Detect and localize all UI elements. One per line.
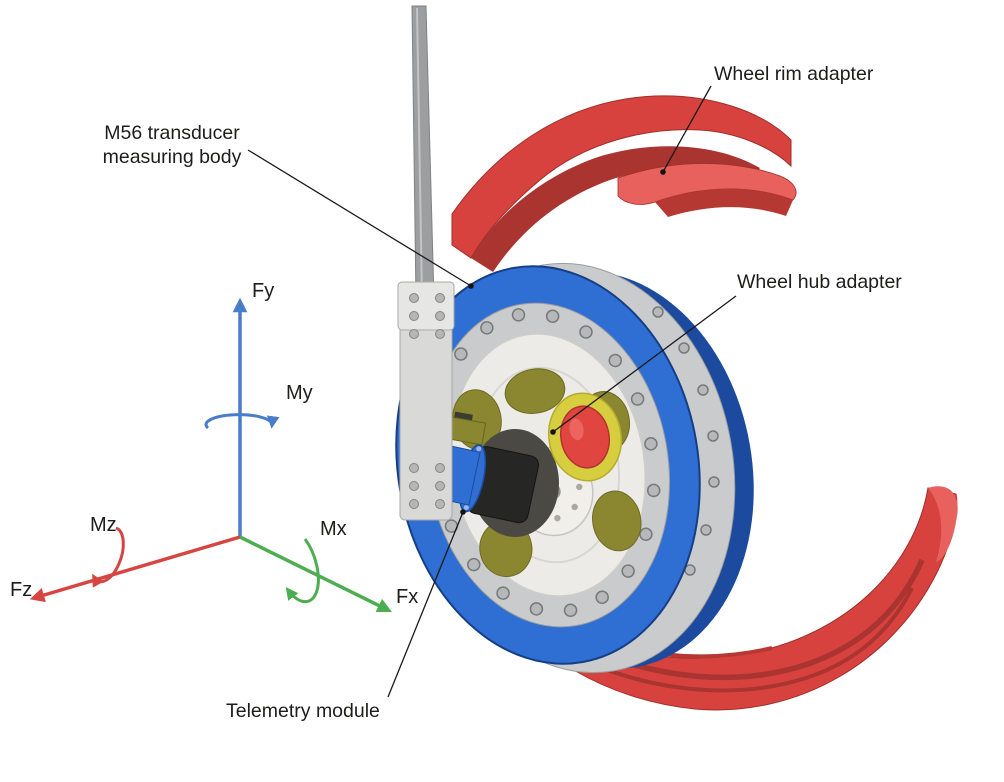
mz-moment-arrow — [92, 526, 125, 588]
telemetry-module-label: Telemetry module — [226, 700, 380, 722]
leader-dot-m56-transducer — [468, 283, 474, 289]
m56-transducer-label-line2: measuring body — [103, 146, 242, 168]
mx-axis-label: Mx — [320, 518, 347, 540]
fy-axis-label: Fy — [252, 280, 274, 302]
wheel-rim-adapter-label: Wheel rim adapter — [714, 63, 874, 85]
leader-line-wheel-hub-adapter — [552, 295, 737, 433]
rear-flange-bolts — [652, 306, 720, 576]
callout-labels: Wheel rim adapter M56 transducer measuri… — [103, 63, 903, 722]
my-moment-arrow — [204, 413, 280, 430]
fx-axis-label: Fx — [396, 586, 418, 608]
wheel-hub-adapter-label: Wheel hub adapter — [737, 271, 902, 293]
sensor-block-part — [447, 411, 487, 446]
reaction-bracket-part — [397, 281, 455, 521]
leader-line-m56-transducer — [247, 149, 472, 287]
wheel-hub-adapter-part — [547, 392, 623, 482]
leader-lines — [247, 85, 737, 698]
leader-line-telemetry-module — [387, 511, 464, 698]
mz-axis-label: Mz — [90, 514, 117, 536]
mx-moment-arrow — [285, 538, 320, 604]
m56-transducer-label-line1: M56 transducer — [104, 122, 240, 144]
leader-dot-wheel-rim-adapter — [660, 169, 666, 175]
coordinate-axes: Fy My Mz Fz Mx Fx — [10, 280, 418, 613]
leader-line-wheel-rim-adapter — [662, 85, 712, 173]
my-axis-label: My — [286, 382, 313, 404]
leader-dot-wheel-hub-adapter — [550, 429, 556, 435]
fx-axis-arrow — [239, 535, 392, 613]
bracket-bolts — [409, 293, 445, 509]
transducer-body-part — [395, 262, 754, 674]
fz-axis-arrow — [29, 535, 241, 603]
mounting-rod-part — [411, 5, 435, 301]
leader-dot-telemetry-module — [460, 509, 466, 515]
fz-axis-label: Fz — [10, 579, 32, 601]
